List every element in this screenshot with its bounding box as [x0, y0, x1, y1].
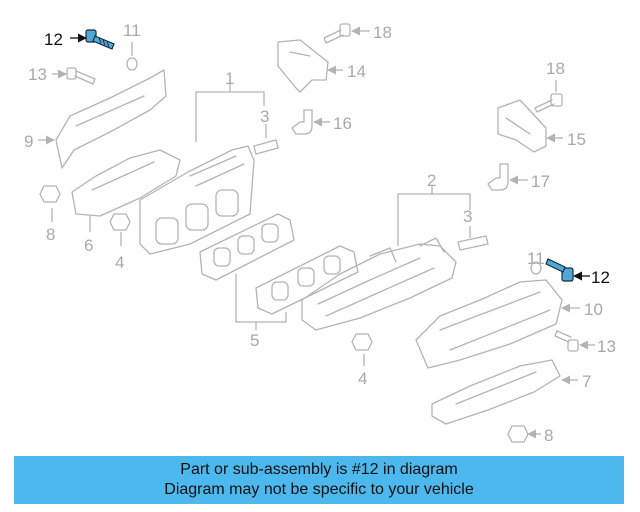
- leader-2: [397, 193, 471, 246]
- callout-4-left: 4: [115, 253, 124, 272]
- callout-13-right: 13: [597, 337, 616, 356]
- callout-7: 7: [582, 372, 591, 391]
- callout-11-right: 11: [527, 249, 545, 268]
- part-3-stud-right[interactable]: [457, 235, 489, 251]
- callout-6: 6: [84, 236, 93, 255]
- callout-18-top: 18: [373, 23, 392, 42]
- callout-14: 14: [347, 62, 366, 81]
- callout-11-top: 11: [123, 21, 141, 40]
- parts-diagram: 12 12 11 11 13 13 18 18 14 16: [24, 21, 616, 445]
- part-16-clamp[interactable]: [291, 109, 313, 135]
- callout-5: 5: [250, 331, 259, 350]
- callout-9: 9: [24, 132, 33, 151]
- part-7-lower-heat-shield[interactable]: [431, 359, 561, 425]
- callout-1: 1: [225, 69, 234, 88]
- part-11-washer-top[interactable]: [126, 57, 138, 71]
- part-12-bolt-right[interactable]: [545, 258, 574, 282]
- part-12-bolt-top[interactable]: [85, 29, 115, 50]
- callout-13-top: 13: [28, 65, 47, 84]
- callout-2: 2: [427, 171, 436, 190]
- callout-18-right: 18: [546, 59, 565, 78]
- part-9-heat-shield[interactable]: [55, 69, 167, 169]
- callout-3-top: 3: [260, 107, 269, 126]
- callout-15: 15: [567, 130, 586, 149]
- callout-17: 17: [531, 172, 550, 191]
- part-8-nut-right[interactable]: [507, 425, 529, 443]
- part-5-gasket-left[interactable]: [199, 213, 295, 281]
- callout-8-left: 8: [46, 225, 55, 244]
- part-13-bolt-right[interactable]: [554, 330, 579, 352]
- callout-10: 10: [584, 300, 603, 319]
- part-1-exhaust-manifold[interactable]: [139, 145, 255, 255]
- banner-line-2: Diagram may not be specific to your vehi…: [164, 481, 474, 498]
- callout-4-right: 4: [358, 369, 367, 388]
- part-14-bracket[interactable]: [277, 39, 329, 93]
- callout-12-top: 12: [44, 30, 63, 49]
- part-13-bolt-top[interactable]: [66, 67, 96, 85]
- part-10-heat-shield[interactable]: [415, 279, 563, 369]
- part-17-clamp[interactable]: [487, 163, 509, 191]
- callout-12-right: 12: [591, 268, 610, 287]
- callout-3-right: 3: [463, 207, 472, 226]
- callout-8-right: 8: [544, 426, 553, 445]
- part-6-heat-shield[interactable]: [71, 149, 181, 217]
- part-11-washer-right[interactable]: [530, 261, 542, 275]
- leader-5: [235, 274, 287, 323]
- part-5-gasket-right[interactable]: [255, 245, 359, 315]
- part-15-bracket[interactable]: [497, 99, 547, 153]
- part-4-nut-left[interactable]: [109, 213, 131, 231]
- part-3-stud-top[interactable]: [253, 139, 279, 155]
- part-18-bolt-right[interactable]: [534, 93, 563, 113]
- part-8-nut-left[interactable]: [39, 185, 61, 203]
- part-2-exhaust-manifold[interactable]: [301, 237, 457, 331]
- leader-1: [195, 91, 265, 142]
- info-banner: Part or sub-assembly is #12 in diagram D…: [14, 456, 624, 504]
- callout-16: 16: [333, 114, 352, 133]
- banner-line-1: Part or sub-assembly is #12 in diagram: [180, 461, 458, 478]
- part-18-bolt-top[interactable]: [323, 23, 351, 44]
- part-4-nut-right[interactable]: [351, 333, 373, 351]
